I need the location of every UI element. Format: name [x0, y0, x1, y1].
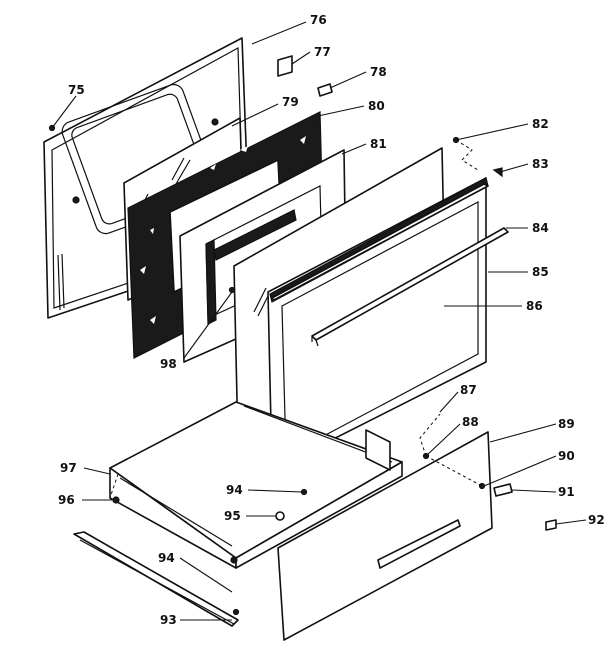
callout-88: 88 — [462, 415, 479, 429]
callout-94-rail: 94 — [158, 551, 175, 565]
callout-96: 96 — [58, 493, 75, 507]
callout-87: 87 — [460, 383, 477, 397]
callout-77: 77 — [314, 45, 331, 59]
callout-labels: 75 76 77 78 79 80 81 82 83 84 85 86 87 8… — [58, 13, 605, 627]
callout-97: 97 — [60, 461, 77, 475]
callout-79: 79 — [282, 95, 299, 109]
callout-83: 83 — [532, 157, 549, 171]
callout-89: 89 — [558, 417, 575, 431]
part-89-drawer-front — [277, 431, 513, 641]
callout-75: 75 — [68, 83, 85, 97]
callout-81: 81 — [370, 137, 387, 151]
callout-94-drawer: 94 — [226, 483, 243, 497]
callout-82: 82 — [532, 117, 549, 131]
callout-78: 78 — [370, 65, 387, 79]
callout-91: 91 — [558, 485, 575, 499]
part-85-outer-door — [267, 177, 509, 471]
callout-93: 93 — [160, 613, 177, 627]
callout-84: 84 — [532, 221, 549, 235]
callout-98: 98 — [160, 357, 177, 371]
callout-95: 95 — [224, 509, 241, 523]
part-93-lower-rail — [73, 531, 240, 627]
assembly-dash-lines — [109, 139, 483, 499]
callout-86: 86 — [526, 299, 543, 313]
callout-76: 76 — [310, 13, 327, 27]
callout-90: 90 — [558, 449, 575, 463]
callout-80: 80 — [368, 99, 385, 113]
callout-92: 92 — [588, 513, 605, 527]
part-97-drawer-body — [109, 401, 403, 569]
callout-85: 85 — [532, 265, 549, 279]
leader-lines — [51, 21, 587, 621]
